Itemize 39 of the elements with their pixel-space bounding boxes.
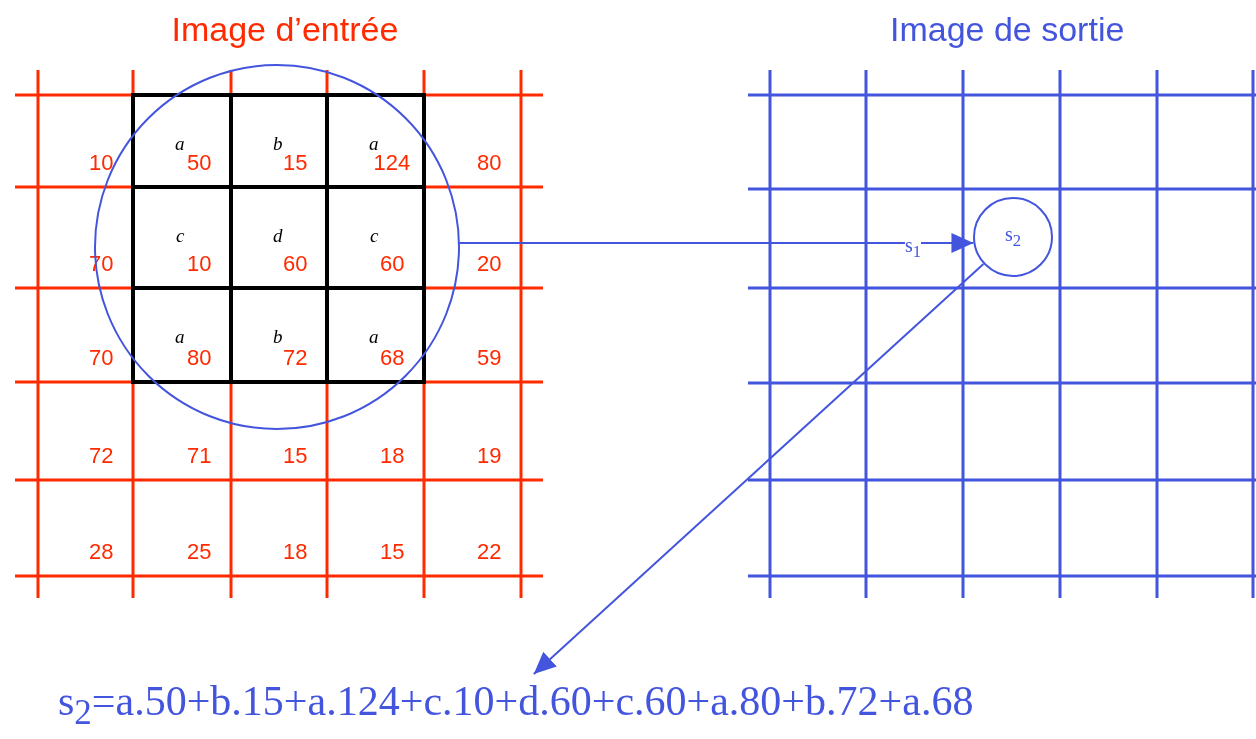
pixel-value: 60 — [380, 253, 405, 275]
pixel-value: 71 — [187, 445, 212, 467]
pixel-value: 70 — [89, 347, 114, 369]
coefficient-label: a — [175, 327, 185, 346]
output-pixel-circle: s$_{2}$ — [973, 197, 1053, 277]
pixel-value: 15 — [283, 445, 308, 467]
image-title: Image d’entrée — [171, 12, 399, 46]
pixel-value: 50 — [187, 152, 212, 174]
coefficient-label: c — [176, 226, 185, 245]
coefficient-label: d — [273, 226, 283, 245]
pixel-value: 80 — [187, 347, 212, 369]
coefficient-label: b — [273, 327, 283, 346]
pixel-value: 15 — [283, 152, 308, 174]
coefficient-label: a — [369, 134, 379, 153]
pixel-value: 72 — [89, 445, 114, 467]
pixel-value: 59 — [477, 347, 502, 369]
pixel-value: 68 — [380, 347, 405, 369]
formula-text: s$_{2}$=a.50+b.15+a.124+c.10+d.60+c.60+a.80+b.72+a.68 — [58, 678, 974, 733]
coefficient-label: c — [370, 226, 379, 245]
arrow — [532, 262, 985, 675]
pixel-value: 72 — [283, 347, 308, 369]
pixel-value: 18 — [283, 541, 308, 563]
pixel-value: 20 — [477, 253, 502, 275]
pixel-value: 19 — [477, 445, 502, 467]
pixel-value: 25 — [187, 541, 212, 563]
pixel-value: 15 — [380, 541, 405, 563]
coefficient-label: b — [273, 134, 283, 153]
pixel-value: 80 — [477, 152, 502, 174]
pixel-value: 28 — [89, 541, 114, 563]
arrow — [457, 233, 975, 253]
pixel-value: 60 — [283, 253, 308, 275]
pixel-value: 124 — [373, 152, 411, 174]
image-title: Image de sortie — [890, 12, 1125, 46]
coefficient-label: a — [175, 134, 185, 153]
pixel-value: 10 — [187, 253, 212, 275]
pixel-value: 18 — [380, 445, 405, 467]
pixel-value: 22 — [477, 541, 502, 563]
coefficient-label: a — [369, 327, 379, 346]
pixel-value: 10 — [89, 152, 114, 174]
